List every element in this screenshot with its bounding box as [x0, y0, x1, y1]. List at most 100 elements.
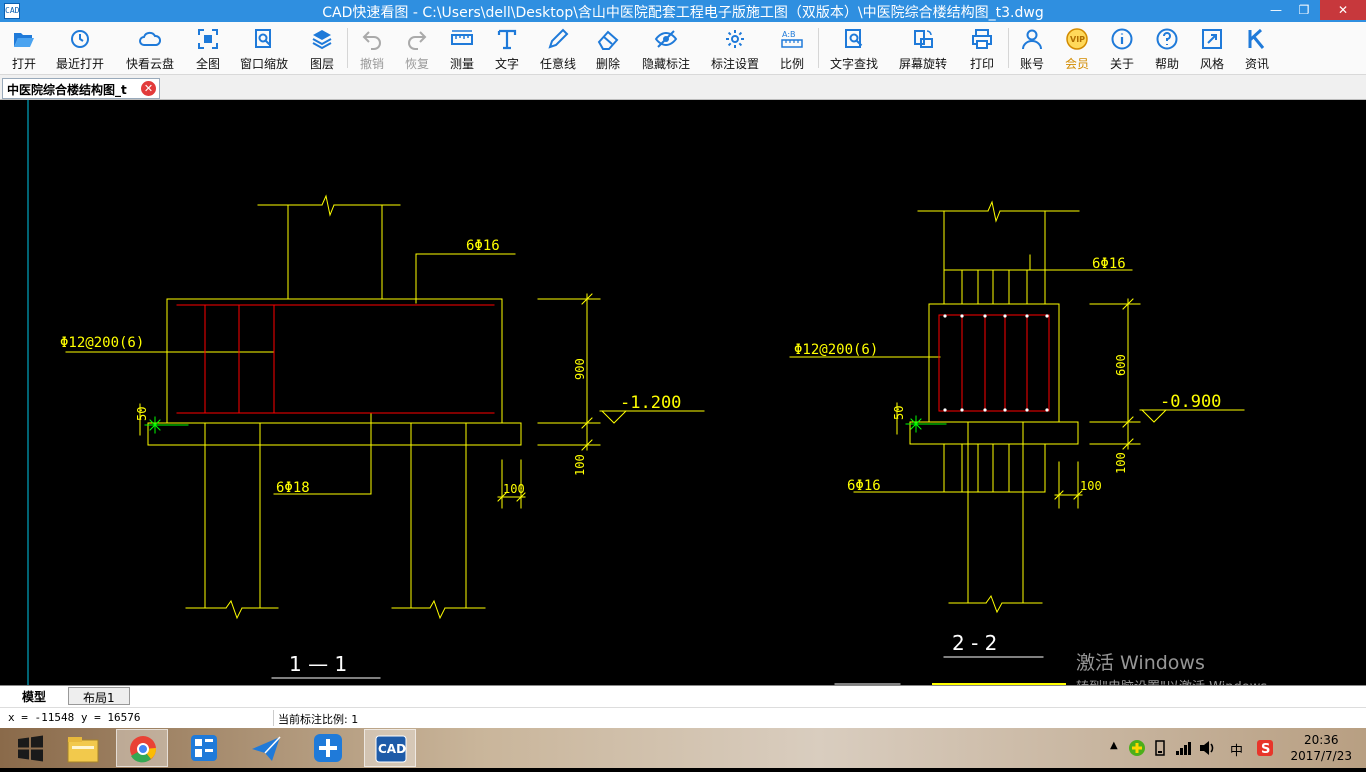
taskbar-clock[interactable]: 20:36 2017/7/23	[1290, 732, 1352, 764]
style-button[interactable]: 风格	[1192, 25, 1232, 73]
document-tab-strip: 中医院综合楼结构图_t ✕	[0, 75, 1366, 100]
tray-ime-indicator[interactable]: 中	[1230, 744, 1244, 759]
undo-icon	[362, 31, 381, 50]
cad-app-icon	[375, 735, 407, 763]
cloud-icon	[139, 31, 162, 46]
file-explorer-icon	[67, 737, 99, 763]
delete-button[interactable]: 删除	[588, 25, 628, 73]
s11-dim-100a: 100	[573, 454, 587, 476]
full-view-button[interactable]: 全图	[188, 25, 228, 73]
freeline-button[interactable]: 任意线	[535, 25, 581, 73]
close-button[interactable]: ✕	[1320, 0, 1366, 20]
scale-ratio-icon: A:B	[781, 30, 803, 48]
clock-history-icon	[71, 30, 89, 48]
title-bar: CAD CAD快速看图 - C:\Users\dell\Desktop\含山中医…	[0, 0, 1366, 22]
paper-plane-icon	[252, 736, 281, 761]
s22-stirrup-label: Φ12@200(6)	[794, 342, 878, 358]
section-1-1	[65, 194, 705, 620]
folder-open-icon	[14, 33, 34, 47]
find-text-icon	[845, 29, 863, 48]
print-button[interactable]: 打印	[962, 25, 1002, 73]
rotate-screen-icon	[914, 30, 933, 48]
layout-tab-strip: 模型 布局1	[0, 685, 1366, 707]
text-find-button[interactable]: 文字查找	[826, 25, 882, 73]
tray-security-icon[interactable]	[1128, 739, 1146, 757]
vip-badge-icon: VIP	[1066, 28, 1088, 50]
s11-section-title: 1 — 1	[289, 652, 347, 676]
taskbar-file-explorer[interactable]	[58, 729, 110, 767]
help-question-icon	[1156, 28, 1178, 50]
mark-settings-button[interactable]: 标注设置	[706, 25, 764, 73]
status-bar: x = -11548 y = 16576 当前标注比例: 1	[0, 707, 1366, 728]
s22-dim-50: 50	[892, 406, 906, 420]
s22-bottom-rebar-label: 6Φ16	[847, 478, 881, 494]
taskbar-messenger[interactable]	[240, 729, 292, 767]
app-logo-icon: CAD	[4, 3, 20, 19]
news-button[interactable]: 资讯	[1237, 25, 1277, 73]
close-tab-icon[interactable]: ✕	[141, 81, 156, 96]
document-tab[interactable]: 中医院综合楼结构图_t ✕	[2, 78, 160, 99]
annotation-scale: 当前标注比例: 1	[278, 713, 359, 726]
clock-date: 2017/7/23	[1290, 749, 1352, 763]
help-button[interactable]: 帮助	[1147, 25, 1187, 73]
taskbar-cad-viewer[interactable]: CAD	[364, 729, 416, 767]
tab-model[interactable]: 模型	[8, 687, 61, 705]
hide-marks-button[interactable]: 隐藏标注	[638, 25, 694, 73]
rotate-screen-button[interactable]: 屏幕旋转	[895, 25, 951, 73]
s11-dim-100b: 100	[503, 482, 525, 496]
tray-network-icon[interactable]	[1174, 739, 1192, 757]
recent-button[interactable]: 最近打开	[52, 25, 108, 73]
text-icon	[497, 29, 517, 50]
minimize-button[interactable]: —	[1270, 3, 1282, 17]
s11-stirrup-label: Φ12@200(6)	[60, 335, 144, 351]
expand-arrow-icon	[1202, 29, 1222, 49]
user-icon	[1022, 29, 1042, 50]
tray-volume-icon[interactable]	[1198, 739, 1216, 757]
toolbar-separator	[1008, 28, 1009, 68]
text-button[interactable]: 文字	[487, 25, 527, 73]
section-1-1-rebar	[176, 304, 495, 414]
layers-button[interactable]: 图层	[302, 25, 342, 73]
cursor-coordinates: x = -11548 y = 16576	[8, 711, 141, 724]
toolbar-separator	[818, 28, 819, 68]
info-icon	[1111, 28, 1133, 50]
taskbar: CAD ▲ 中 S 20:36 2017/7/23	[0, 728, 1366, 768]
tray-expand-icon[interactable]: ▲	[1110, 740, 1118, 751]
measure-button[interactable]: 测量	[442, 25, 482, 73]
window-title: CAD快速看图 - C:\Users\dell\Desktop\含山中医院配套工…	[322, 5, 1044, 21]
taskbar-app-tiles[interactable]	[178, 729, 230, 767]
status-divider	[273, 710, 274, 726]
cloud-button[interactable]: 快看云盘	[122, 25, 178, 73]
activate-windows-watermark-title: 激活 Windows	[1076, 652, 1205, 674]
document-tab-label: 中医院综合楼结构图_t	[7, 83, 127, 97]
section-2-2-rebar-dots	[943, 314, 1049, 412]
redo-button[interactable]: 恢复	[397, 25, 437, 73]
fullscreen-icon	[198, 29, 218, 49]
s22-top-rebar-label: 6Φ16	[1092, 256, 1126, 272]
scale-button[interactable]: A:B 比例	[772, 25, 812, 73]
browser-icon	[130, 736, 157, 763]
start-button[interactable]	[4, 729, 56, 767]
taskbar-chrome[interactable]	[116, 729, 168, 767]
about-button[interactable]: 关于	[1102, 25, 1142, 73]
s22-dim-600: 600	[1114, 354, 1128, 376]
taskbar-remote-app[interactable]	[302, 729, 354, 767]
undo-button[interactable]: 撤销	[352, 25, 392, 73]
restore-button[interactable]: ❐	[1298, 3, 1310, 17]
account-button[interactable]: 账号	[1012, 25, 1052, 73]
k-logo-icon	[1248, 28, 1265, 49]
eraser-icon	[597, 30, 619, 50]
s22-dim-100b: 100	[1080, 479, 1102, 493]
settings-gear-icon	[726, 30, 744, 48]
window-zoom-button[interactable]: 窗口缩放	[236, 25, 292, 73]
printer-icon	[972, 29, 992, 49]
drawing-canvas[interactable]: 6Φ16 Φ12@200(6) 6Φ18 -1.200 100 900 100 …	[0, 100, 1366, 685]
grid-marker-2	[905, 415, 947, 433]
s22-elevation-label: -0.900	[1160, 392, 1221, 412]
tray-sogou-icon[interactable]: S	[1256, 739, 1274, 757]
section-2-2-labels: 6Φ16 Φ12@200(6) 6Φ16 -0.900 100 600 100 …	[794, 256, 1221, 494]
vip-button[interactable]: VIP 会员	[1057, 25, 1097, 73]
tab-layout1[interactable]: 布局1	[68, 687, 130, 705]
tray-device-icon[interactable]	[1152, 739, 1168, 757]
open-button[interactable]: 打开	[4, 25, 44, 73]
